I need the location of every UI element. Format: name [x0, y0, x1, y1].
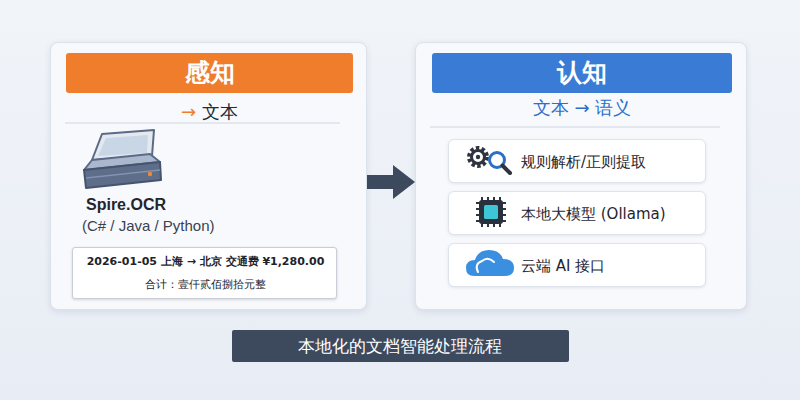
label-text: → 文本 — [51, 101, 368, 124]
label-text: 合计：壹仟贰佰捌拾元整 — [73, 278, 338, 292]
label-text: 文本 → 语义 — [416, 97, 748, 120]
label-text: (C# / Java / Python) — [82, 217, 215, 236]
label-text: 云端 AI 接口 — [521, 244, 605, 288]
product-name: Spire.OCR — [86, 195, 166, 215]
divider-line — [430, 126, 720, 128]
label-text: 2026-01-05 上海 → 北京 交通费 ¥1,280.00 — [73, 255, 338, 269]
scanner-icon — [84, 130, 161, 188]
method-card: 规则解析/正则提取 — [448, 139, 706, 183]
stage-header: 感知 — [66, 53, 353, 93]
caption-bar: 本地化的文档智能处理流程 — [232, 330, 569, 362]
flow-arrow — [367, 165, 415, 199]
label-text: 本地大模型 (Ollama) — [521, 192, 666, 236]
header-text: 认知 — [432, 53, 732, 93]
chip-icon — [476, 197, 506, 227]
stage-panel: → 文本 Spire.OCR (C# / Java / Python) 感知 2026-… — [50, 42, 367, 310]
divider-line — [65, 122, 340, 124]
caption-text: 本地化的文档智能处理流程 — [232, 330, 569, 362]
method-card: 本地大模型 (Ollama) — [448, 191, 706, 235]
receipt-sample: 2026-01-05 上海 → 北京 交通费 ¥1,280.00 合计：壹仟贰佰捌… — [72, 247, 337, 299]
cloud-icon — [466, 250, 514, 276]
stage-header: 认知 — [432, 53, 732, 93]
method-card: 云端 AI 接口 — [448, 243, 706, 287]
gear-search-icon — [470, 149, 511, 174]
label-text: 规则解析/正则提取 — [521, 140, 646, 184]
header-text: 感知 — [66, 53, 353, 93]
stage-panel: 文本 → 语义 认知规则解析/正则提取本地大模型 (Ollama) 云端 AI 接口 — [415, 42, 747, 310]
